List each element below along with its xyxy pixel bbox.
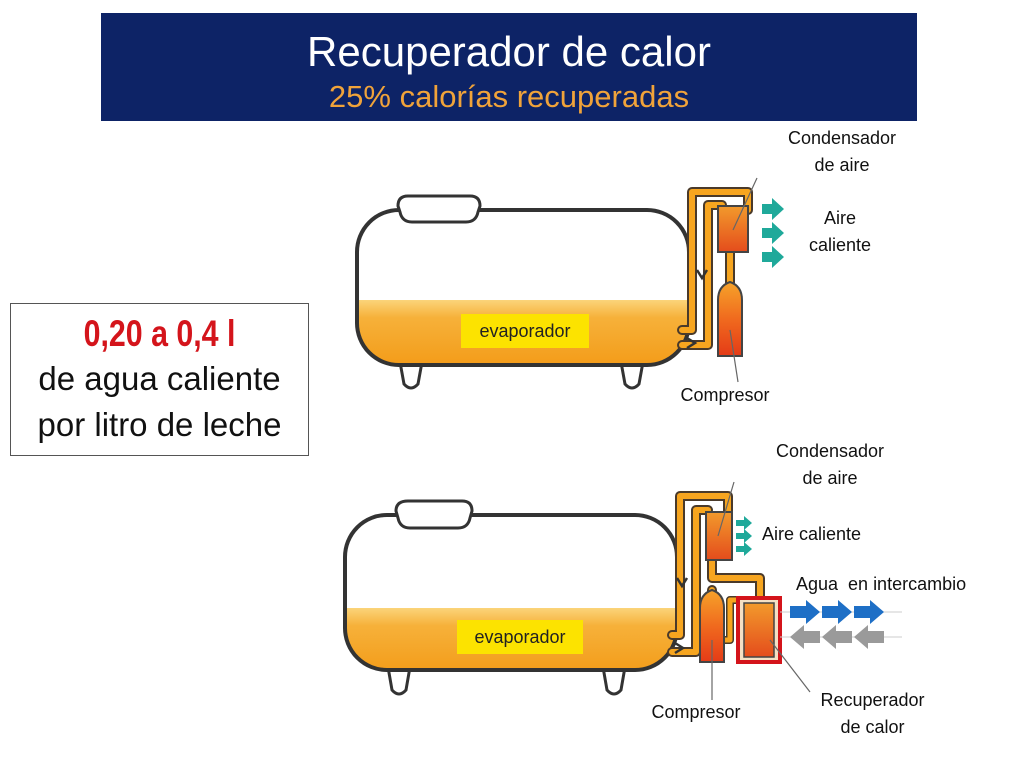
water-outflow-arrows <box>780 625 902 649</box>
bottom-refrigerant-circuit <box>667 481 811 700</box>
water-exchange-label: Agua en intercambio <box>796 574 967 594</box>
top-compressor-label: Compresor <box>680 385 770 405</box>
bottom-hot-air-label: Aire caliente <box>762 524 862 544</box>
slide-title: Recuperador de calor <box>307 28 711 75</box>
top-condenser-label: Condensador de aire <box>787 128 897 175</box>
top-hot-air-label: Aire caliente <box>808 208 872 255</box>
top-hot-air-arrows <box>762 198 784 268</box>
slide-subtitle: 25% calorías recuperadas <box>328 79 690 114</box>
bottom-hot-air-arrows <box>736 516 752 556</box>
water-inflow-arrows <box>780 600 902 624</box>
bottom-milk-tank <box>343 499 679 696</box>
top-evaporator-tag: evaporador <box>461 314 589 348</box>
yield-line-1: de agua caliente <box>38 360 281 397</box>
heat-recovery-label: Recuperador de calor <box>820 690 925 737</box>
top-milk-tank <box>355 194 691 390</box>
bottom-compressor-label: Compresor <box>651 702 741 722</box>
yield-line-2: por litro de leche <box>37 406 282 443</box>
title-banner: Recuperador de calor 25% calorías recupe… <box>101 13 917 121</box>
bottom-condenser-label: Condensador de aire <box>775 441 885 488</box>
hot-water-yield-box: 0,20 a 0,4 l de agua caliente por litro … <box>10 303 309 456</box>
top-refrigerant-circuit <box>677 177 758 383</box>
bottom-evaporator-tag: evaporador <box>457 620 583 654</box>
yield-amount: 0,20 a 0,4 l <box>83 313 236 354</box>
